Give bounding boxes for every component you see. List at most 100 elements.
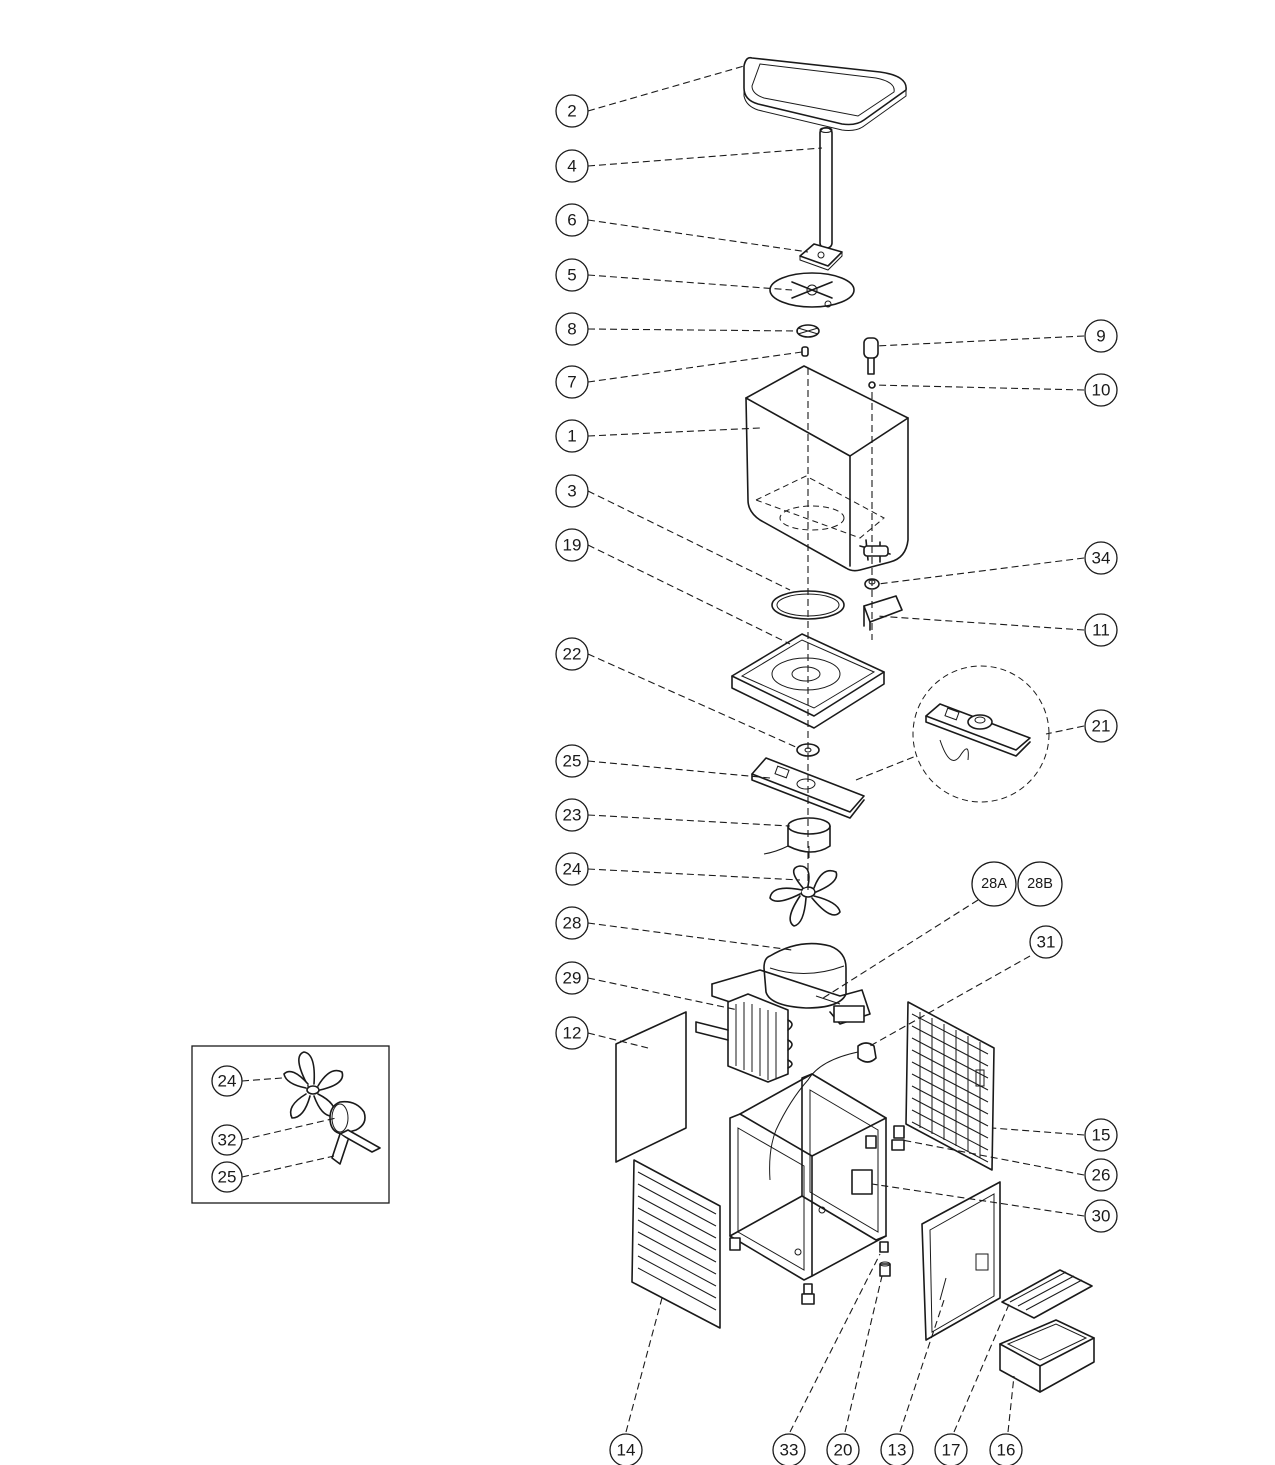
callout-33: 33 — [772, 1433, 806, 1465]
callout-28b: 28B — [1017, 861, 1063, 907]
part-bowl — [745, 365, 909, 572]
svg-text:2: 2 — [567, 102, 576, 121]
svg-text:7: 7 — [567, 373, 576, 392]
callout-9: 9 — [1084, 319, 1118, 353]
svg-text:32: 32 — [218, 1131, 237, 1150]
part-small-wheel — [796, 324, 820, 338]
callout-22: 22 — [555, 637, 589, 671]
part-small-plate — [799, 243, 843, 271]
leader-lines — [587, 65, 1085, 1433]
part-side-panel-sheet — [615, 1011, 687, 1163]
svg-text:30: 30 — [1092, 1207, 1111, 1226]
callout-31: 31 — [1029, 925, 1063, 959]
svg-text:24: 24 — [563, 860, 582, 879]
inset-box: 24 32 25 — [191, 1045, 390, 1204]
svg-text:17: 17 — [942, 1441, 961, 1460]
callout-12: 12 — [555, 1016, 589, 1050]
callout-6: 6 — [555, 203, 589, 237]
callout-15: 15 — [1084, 1118, 1118, 1152]
svg-text:26: 26 — [1092, 1166, 1111, 1185]
part-drip-tray-box — [999, 1319, 1095, 1393]
svg-text:28A: 28A — [981, 876, 1007, 892]
part-drip-tray-grid — [1001, 1269, 1093, 1319]
callout-14: 14 — [609, 1433, 643, 1465]
callout-7: 7 — [555, 365, 589, 399]
part-motor-bracket — [751, 757, 865, 819]
svg-text:21: 21 — [1092, 717, 1111, 736]
part-frame — [729, 1073, 887, 1281]
callout-29: 29 — [555, 961, 589, 995]
callout-20: 20 — [826, 1433, 860, 1465]
callout-28a: 28A — [971, 861, 1017, 907]
part-switch — [891, 1125, 905, 1151]
inset-bracket — [331, 1129, 381, 1165]
svg-text:23: 23 — [563, 806, 582, 825]
part-feet — [729, 1237, 889, 1305]
svg-text:25: 25 — [563, 752, 582, 771]
svg-text:28B: 28B — [1027, 876, 1053, 892]
svg-text:16: 16 — [997, 1441, 1016, 1460]
callout-8: 8 — [555, 312, 589, 346]
svg-text:6: 6 — [567, 211, 576, 230]
callout-4: 4 — [555, 149, 589, 183]
callout-24: 24 — [555, 852, 589, 886]
inset-callout-25: 25 — [211, 1161, 243, 1193]
part-grille-right — [905, 1001, 995, 1171]
callout-25: 25 — [555, 744, 589, 778]
callout-11: 11 — [1084, 613, 1118, 647]
part-condenser — [695, 993, 793, 1083]
callout-26: 26 — [1084, 1158, 1118, 1192]
svg-text:28: 28 — [563, 914, 582, 933]
svg-text:1: 1 — [567, 427, 576, 446]
svg-text:9: 9 — [1096, 327, 1105, 346]
svg-text:25: 25 — [218, 1168, 237, 1187]
callout-34: 34 — [1084, 541, 1118, 575]
svg-text:4: 4 — [567, 157, 576, 176]
svg-text:10: 10 — [1092, 381, 1111, 400]
part-tube — [819, 127, 833, 249]
callout-19: 19 — [555, 528, 589, 562]
callout-30: 30 — [1084, 1199, 1118, 1233]
svg-text:22: 22 — [563, 645, 582, 664]
callout-21: 21 — [1084, 709, 1118, 743]
svg-text:29: 29 — [563, 969, 582, 988]
callout-10: 10 — [1084, 373, 1118, 407]
part-disc — [769, 272, 855, 308]
svg-text:11: 11 — [1092, 621, 1110, 640]
svg-text:19: 19 — [563, 536, 582, 555]
part-fan-blade — [769, 865, 841, 927]
svg-text:14: 14 — [617, 1441, 636, 1460]
part-leveling-foot — [879, 1261, 891, 1277]
svg-text:8: 8 — [567, 320, 576, 339]
part-grille-left — [631, 1159, 721, 1329]
part-compressor — [711, 942, 871, 1025]
part-pin — [801, 346, 809, 357]
callout-28: 28 — [555, 906, 589, 940]
svg-text:20: 20 — [834, 1441, 853, 1460]
part-lid — [743, 56, 907, 131]
inset-callout-24: 24 — [211, 1065, 243, 1097]
part-fan-motor — [763, 817, 831, 858]
callout-5: 5 — [555, 258, 589, 292]
callout-16: 16 — [989, 1433, 1023, 1465]
inset-callout-32: 32 — [211, 1124, 243, 1156]
svg-text:13: 13 — [888, 1441, 907, 1460]
svg-text:33: 33 — [780, 1441, 799, 1460]
callout-23: 23 — [555, 798, 589, 832]
svg-text:3: 3 — [567, 482, 576, 501]
callout-13: 13 — [880, 1433, 914, 1465]
svg-text:34: 34 — [1092, 549, 1111, 568]
svg-text:5: 5 — [567, 266, 576, 285]
svg-text:15: 15 — [1092, 1126, 1111, 1145]
svg-text:31: 31 — [1037, 933, 1056, 952]
part-faucet-handle — [863, 337, 879, 375]
callout-2: 2 — [555, 94, 589, 128]
svg-text:24: 24 — [218, 1072, 237, 1091]
part-drip-bracket — [863, 595, 903, 631]
callout-1: 1 — [555, 419, 589, 453]
svg-text:12: 12 — [563, 1024, 582, 1043]
part-detail-circle — [912, 665, 1050, 803]
callout-3: 3 — [555, 474, 589, 508]
callout-17: 17 — [934, 1433, 968, 1465]
